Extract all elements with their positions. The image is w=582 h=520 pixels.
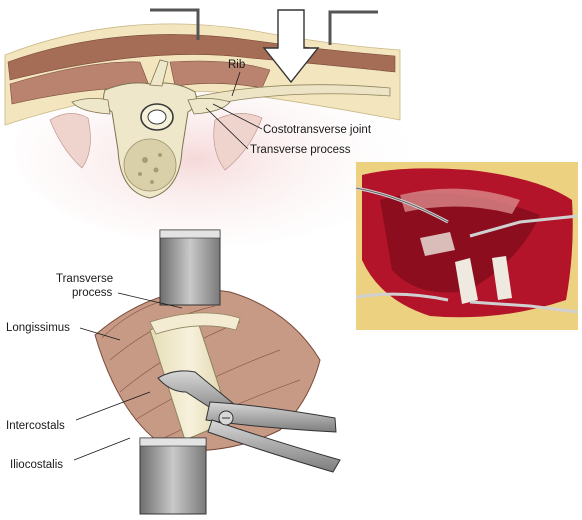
label-iliocostalis: Iliocostalis: [10, 459, 63, 471]
cross-section-illustration: [4, 8, 415, 245]
vertebra: [71, 59, 231, 199]
bottom-labels: Transverse process Longissimus Intercost…: [6, 273, 183, 471]
down-arrow-icon: [262, 9, 320, 84]
rib: [189, 84, 391, 109]
label-costotransverse-joint: Costotransverse joint: [263, 124, 372, 136]
label-longissimus: Longissimus: [6, 322, 70, 334]
label-rib: Rib: [228, 59, 245, 71]
intraoperative-photo: [355, 162, 579, 330]
label-transverse-process-top: Transverse process: [250, 144, 351, 156]
top-left-retractor: [150, 8, 200, 40]
bottom-retractor: [139, 437, 207, 515]
label-transverse-process-bottom-line2: process: [72, 287, 113, 299]
label-intercostals: Intercostals: [6, 420, 65, 432]
top-retractor: [159, 229, 221, 306]
top-labels: Rib Costotransverse joint Transverse pro…: [205, 59, 372, 156]
surgical-field-illustration: [94, 229, 341, 515]
rongeur-instrument-icon: [157, 370, 341, 473]
label-transverse-process-bottom-line1: Transverse: [56, 273, 113, 285]
top-right-retractor: [328, 10, 378, 45]
